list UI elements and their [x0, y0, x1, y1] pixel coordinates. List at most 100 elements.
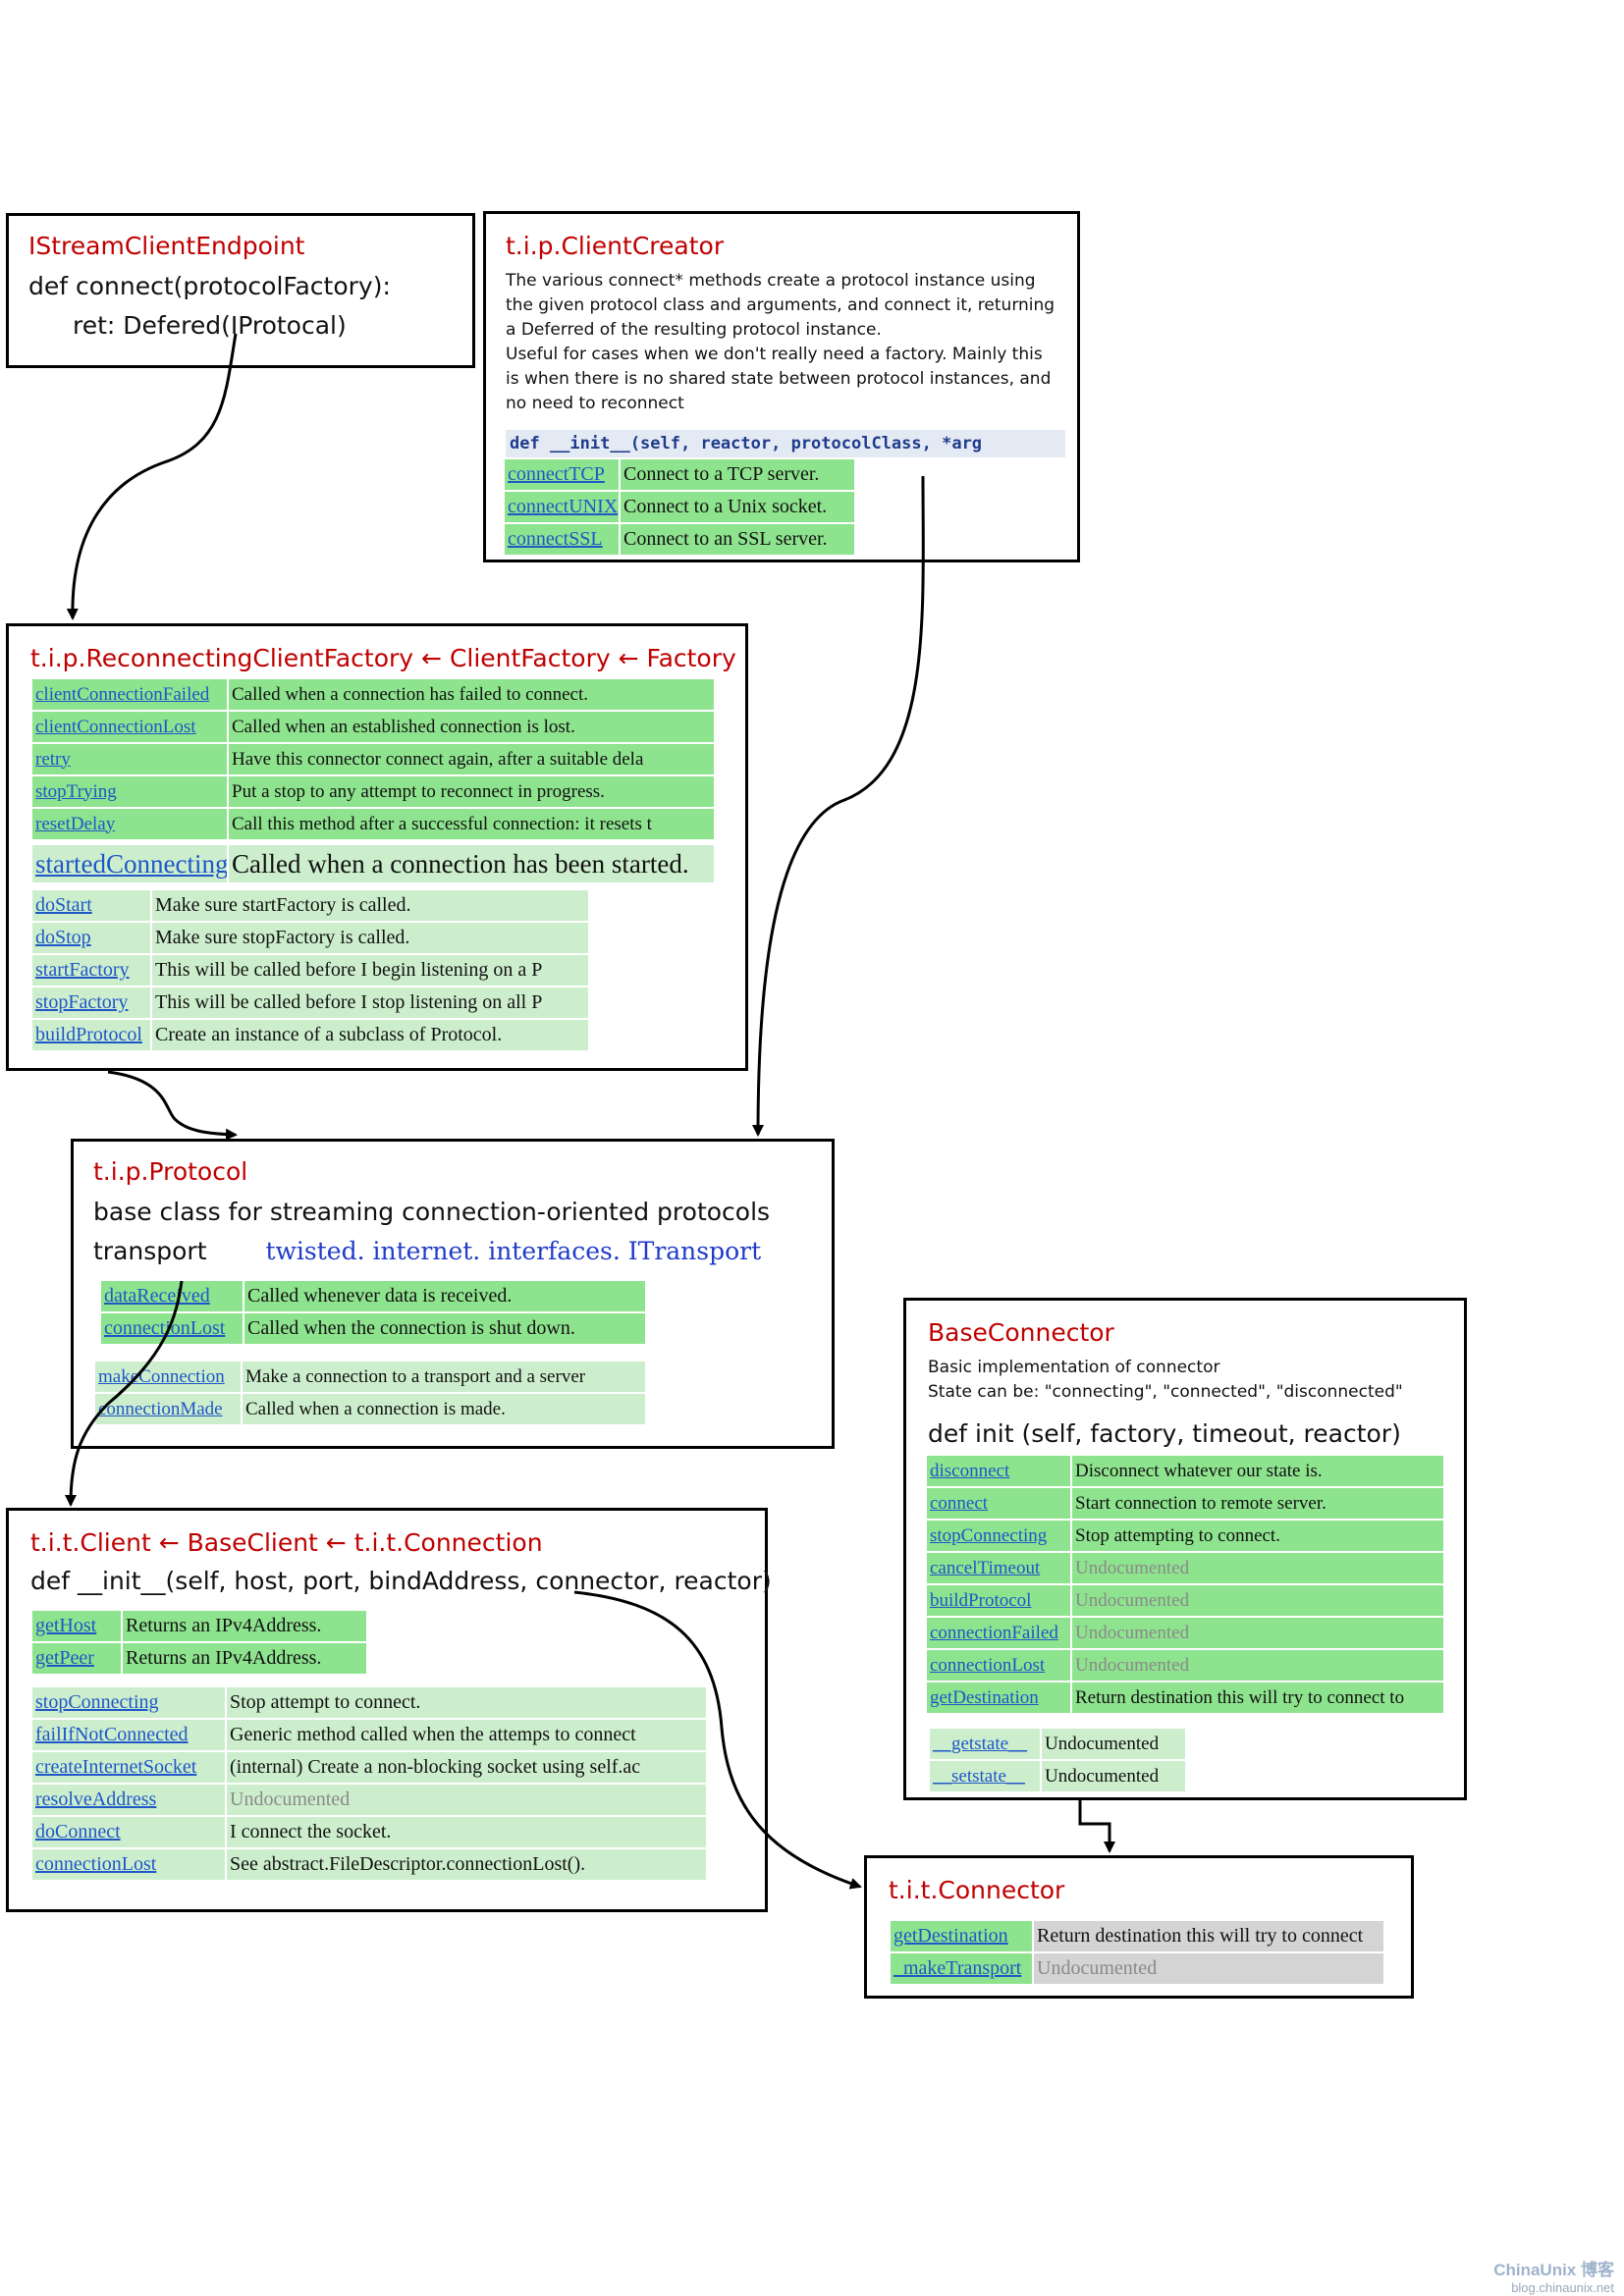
method-link[interactable]: getHost — [32, 1611, 121, 1641]
transport-type: twisted. internet. interfaces. ITranspor… — [265, 1237, 762, 1265]
method-description: Undocumented — [227, 1785, 706, 1815]
method-link[interactable]: __setstate__ — [930, 1761, 1040, 1791]
method-description: Undocumented — [1072, 1553, 1443, 1583]
arrow-endpoint-to-rcf — [66, 333, 238, 620]
method-link[interactable]: connectSSL — [505, 524, 619, 555]
method-link[interactable]: makeConnection — [95, 1362, 241, 1392]
method-link[interactable]: stopConnecting — [32, 1687, 225, 1718]
method-link[interactable]: createInternetSocket — [32, 1752, 225, 1783]
rcf-box: t.i.p.ReconnectingClientFactory ← Client… — [6, 623, 748, 1071]
rcf-title: t.i.p.ReconnectingClientFactory ← Client… — [30, 644, 736, 672]
method-description: (internal) Create a non-blocking socket … — [227, 1752, 706, 1783]
method-link[interactable]: connectionLost — [32, 1849, 225, 1880]
client-title: t.i.t.Client ← BaseClient ← t.i.t.Connec… — [30, 1528, 543, 1557]
method-description: Returns an IPv4Address. — [123, 1643, 366, 1674]
watermark-url: blog.chinaunix.net — [1511, 2280, 1614, 2295]
method-description: Called when the connection is shut down. — [244, 1313, 645, 1344]
method-link[interactable]: connect — [927, 1488, 1070, 1519]
client-signature: def __init__(self, host, port, bindAddre… — [30, 1567, 772, 1595]
method-description: Create an instance of a subclass of Prot… — [152, 1020, 588, 1050]
method-link[interactable]: resetDelay — [32, 809, 227, 839]
method-description: Have this connector connect again, after… — [229, 744, 714, 774]
method-link[interactable]: doStop — [32, 923, 150, 953]
method-link[interactable]: stopFactory — [32, 988, 150, 1018]
description-line: a Deferred of the resulting protocol ins… — [506, 320, 882, 340]
method-link[interactable]: clientConnectionLost — [32, 712, 227, 742]
method-description: Connect to a Unix socket. — [621, 492, 854, 522]
endpoint-return: ret: Defered(IProtocal) — [73, 311, 347, 340]
method-link[interactable]: startedConnecting — [32, 845, 227, 882]
method-description: Called whenever data is received. — [244, 1281, 645, 1311]
method-link[interactable]: retry — [32, 744, 227, 774]
method-link[interactable]: __getstate__ — [930, 1729, 1040, 1759]
method-link[interactable]: connectionLost — [101, 1313, 243, 1344]
description-line: is when there is no shared state between… — [506, 369, 1052, 389]
transport-label: transport — [93, 1237, 207, 1265]
method-link[interactable]: buildProtocol — [927, 1585, 1070, 1616]
method-link[interactable]: failIfNotConnected — [32, 1720, 225, 1750]
method-link[interactable]: startFactory — [32, 955, 150, 986]
endpoint-signature: def connect(protocolFactory): — [28, 272, 391, 300]
method-link[interactable]: connectionFailed — [927, 1618, 1070, 1648]
method-description: This will be called before I begin liste… — [152, 955, 588, 986]
baseconnector-signature: def init (self, factory, timeout, reacto… — [928, 1419, 1401, 1448]
method-link[interactable]: _makeTransport — [891, 1953, 1032, 1984]
method-description: Stop attempt to connect. — [227, 1687, 706, 1718]
method-link[interactable]: connectUNIX — [505, 492, 619, 522]
table-row: createInternetSocket(internal) Create a … — [32, 1752, 706, 1783]
method-link[interactable]: stopConnecting — [927, 1521, 1070, 1551]
method-description: Undocumented — [1072, 1618, 1443, 1648]
clientcreator-code: def __init__(self, reactor, protocolClas… — [506, 430, 1065, 457]
description-line: The various connect* methods create a pr… — [506, 271, 1036, 291]
clientcreator-box: t.i.p.ClientCreator The various connect*… — [483, 211, 1080, 562]
watermark-logo: ChinaUnix 博客 — [1493, 2261, 1614, 2279]
method-link[interactable]: connectionLost — [927, 1650, 1070, 1681]
arrow-creator-to-protocol — [752, 475, 925, 1137]
protocol-box: t.i.p.Protocol base class for streaming … — [71, 1139, 835, 1449]
method-link[interactable]: getDestination — [927, 1682, 1070, 1713]
baseconnector-description-2: State can be: "connecting", "connected",… — [928, 1382, 1403, 1402]
method-description: Stop attempting to connect. — [1072, 1521, 1443, 1551]
method-link[interactable]: doStart — [32, 890, 150, 921]
method-link[interactable]: dataReceived — [101, 1281, 243, 1311]
method-description: Make a connection to a transport and a s… — [243, 1362, 645, 1392]
method-link[interactable]: connectionMade — [95, 1394, 241, 1424]
protocol-description: base class for streaming connection-orie… — [93, 1198, 771, 1226]
method-link[interactable]: doConnect — [32, 1817, 225, 1847]
clientcreator-title: t.i.p.ClientCreator — [506, 232, 725, 260]
method-link[interactable]: buildProtocol — [32, 1020, 150, 1050]
clientcreator-description: The various connect* methods create a pr… — [506, 269, 1077, 416]
method-link[interactable]: connectTCP — [505, 459, 619, 490]
method-link[interactable]: getPeer — [32, 1643, 121, 1674]
method-description: Undocumented — [1072, 1585, 1443, 1616]
connector-title: t.i.t.Connector — [889, 1876, 1065, 1904]
method-description: Return destination this will try to conn… — [1072, 1682, 1443, 1713]
method-link[interactable]: clientConnectionFailed — [32, 679, 227, 710]
method-link[interactable]: resolveAddress — [32, 1785, 225, 1815]
method-link[interactable]: cancelTimeout — [927, 1553, 1070, 1583]
method-link[interactable]: stopTrying — [32, 776, 227, 807]
method-link[interactable]: disconnect — [927, 1456, 1070, 1486]
method-link[interactable]: getDestination — [891, 1921, 1032, 1951]
method-description: Undocumented — [1042, 1761, 1185, 1791]
description-line: the given protocol class and arguments, … — [506, 295, 1056, 315]
arrow-baseconnector-to-connector — [1078, 1800, 1115, 1853]
